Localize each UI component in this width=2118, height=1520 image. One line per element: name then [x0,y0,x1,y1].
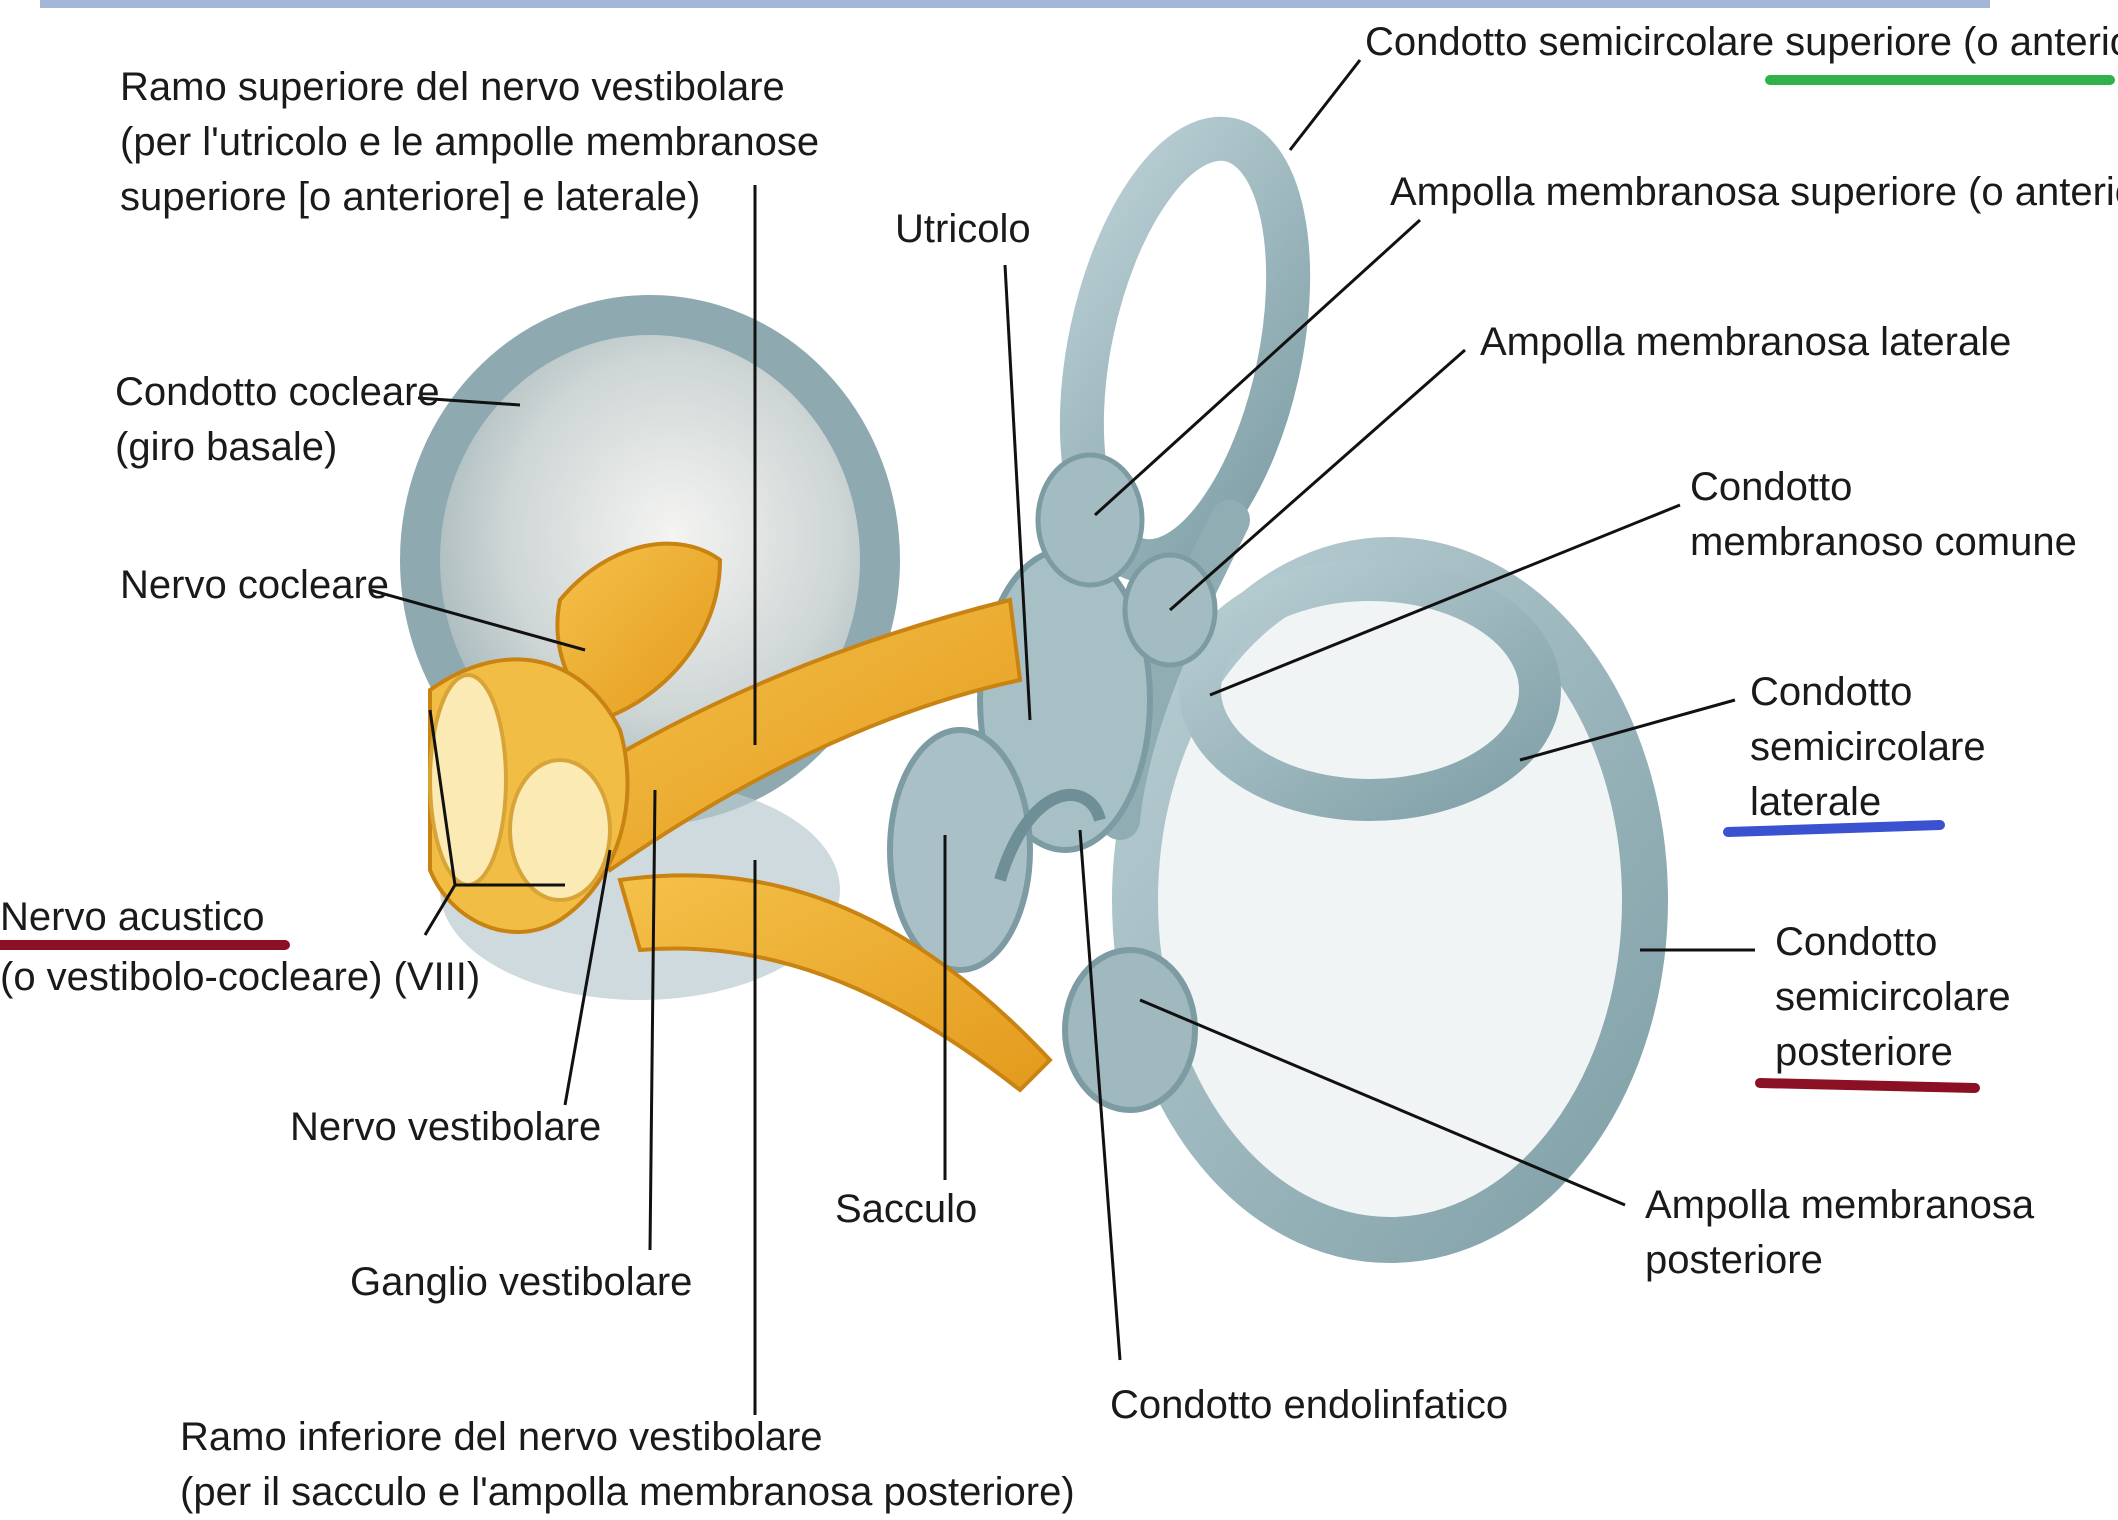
label-condotto-posteriore: Condotto semicircolare posteriore [1760,920,2011,1088]
label-sacculo: Sacculo [835,1187,977,1231]
label-condotto-superiore: Condotto semicircolare superiore (o ante… [1365,20,2118,80]
label-condotto-cocleare: Condotto cocleare (giro basale) [115,370,440,469]
label-condotto-cocleare-line2: (giro basale) [115,425,337,469]
label-condotto-laterale: Condotto semicircolare laterale [1728,670,1986,832]
label-condotto-posteriore-line3: posteriore [1775,1030,1953,1074]
label-condotto-comune-line2: membranoso comune [1690,520,2077,564]
label-ramo-superiore-line1: Ramo superiore del nervo vestibolare [120,65,785,109]
label-condotto-superiore-text: Condotto semicircolare superiore (o ante… [1365,20,2118,64]
label-condotto-endolinfatico: Condotto endolinfatico [1110,1383,1508,1427]
superior-ampulla-shape [1038,455,1142,585]
label-ramo-superiore-line2: (per l'utricolo e le ampolle membranose [120,120,819,164]
label-condotto-laterale-line2: semicircolare [1750,725,1986,769]
label-ramo-superiore: Ramo superiore del nervo vestibolare (pe… [120,65,819,219]
label-ramo-superiore-line3: superiore [o anteriore] e laterale) [120,175,700,219]
inner-ear-illustration [420,120,1645,1240]
label-nervo-cocleare: Nervo cocleare [120,563,389,607]
vestibular-nerve-cut-surface [510,760,610,900]
label-condotto-comune: Condotto membranoso comune [1690,465,2077,564]
label-nervo-acustico: Nervo acustico (o vestibolo-cocleare) (V… [0,895,480,999]
condotto-laterale-highlight [1728,825,1940,832]
label-condotto-posteriore-line1: Condotto [1775,920,1937,964]
posterior-ampulla-shape [1065,950,1195,1110]
label-nervo-vestibolare: Nervo vestibolare [290,1105,601,1149]
condotto-posteriore-highlight [1760,1083,1975,1088]
label-ampolla-posteriore-line2: posteriore [1645,1238,1823,1282]
label-ampolla-posteriore: Ampolla membranosa posteriore [1645,1183,2035,1282]
label-condotto-cocleare-line1: Condotto cocleare [115,370,440,414]
label-utricolo: Utricolo [895,207,1031,251]
label-nervo-acustico-line2: (o vestibolo-cocleare) (VIII) [0,955,480,999]
label-condotto-laterale-line1: Condotto [1750,670,1912,714]
label-ramo-inferiore: Ramo inferiore del nervo vestibolare (pe… [180,1415,1075,1514]
label-condotto-comune-line1: Condotto [1690,465,1852,509]
label-ramo-inferiore-line2: (per il sacculo e l'ampolla membranosa p… [180,1470,1075,1514]
label-nervo-acustico-line1: Nervo acustico [0,895,265,939]
label-ganglio-vestibolare: Ganglio vestibolare [350,1260,692,1304]
label-ampolla-laterale: Ampolla membranosa laterale [1480,320,2011,364]
label-ampolla-posteriore-line1: Ampolla membranosa [1645,1183,2035,1227]
label-condotto-laterale-line3: laterale [1750,780,1881,824]
label-ampolla-superiore: Ampolla membranosa superiore (o anterior… [1390,170,2118,214]
label-ramo-inferiore-line1: Ramo inferiore del nervo vestibolare [180,1415,823,1459]
label-condotto-posteriore-line2: semicircolare [1775,975,2011,1019]
top-border-strip [40,0,1990,8]
